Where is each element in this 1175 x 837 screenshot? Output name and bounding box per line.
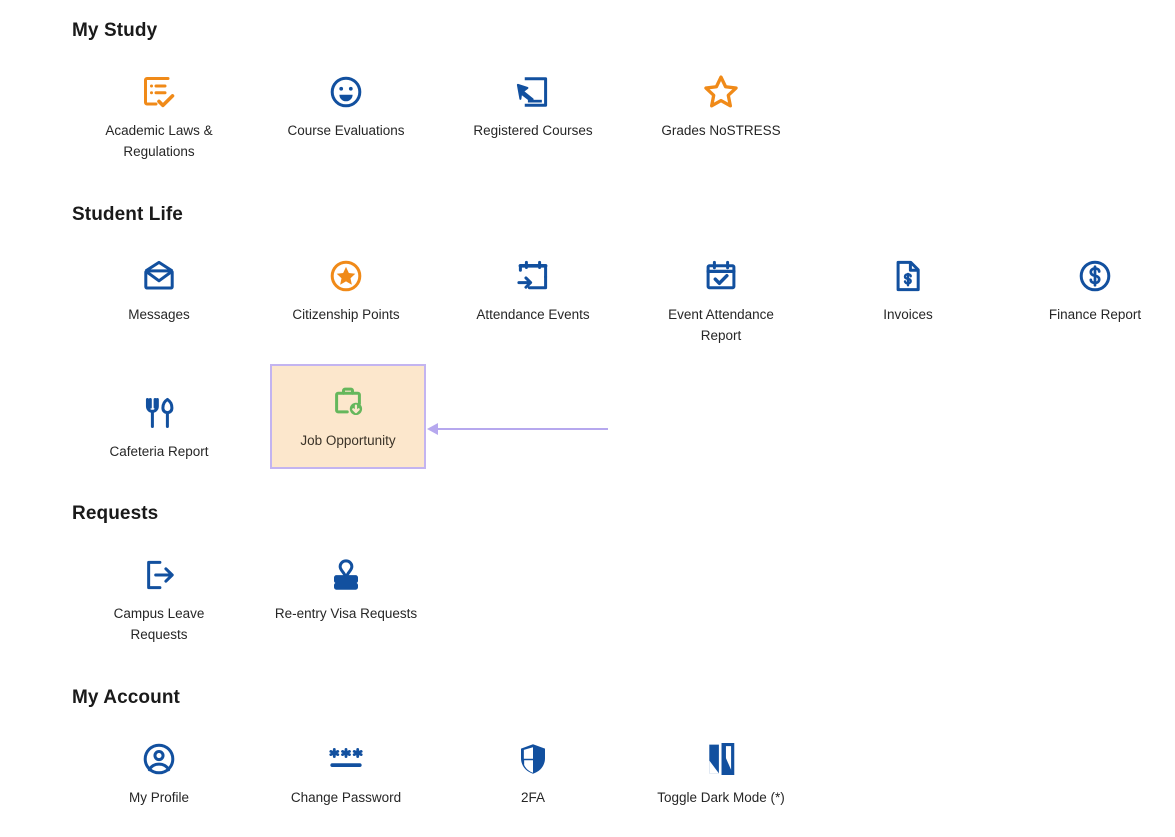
tile-registered-courses[interactable]: Registered Courses: [458, 66, 608, 141]
tile-label: Job Opportunity: [300, 433, 396, 448]
section-title-requests: Requests: [72, 503, 159, 524]
tile-re-entry-visa-requests[interactable]: Re-entry Visa Requests: [271, 549, 421, 624]
tile-cafeteria-report[interactable]: Cafeteria Report: [84, 387, 234, 462]
tile-label: My Profile: [128, 790, 189, 805]
tile-citizenship-points[interactable]: Citizenship Points: [271, 250, 421, 325]
star-outline-icon: [701, 72, 741, 112]
dark-mode-contrast-icon: [701, 739, 741, 779]
tile-label: Invoices: [883, 307, 933, 322]
tile-grades-nostress[interactable]: Grades NoSTRESS: [646, 66, 796, 141]
tile-finance-report[interactable]: Finance Report: [1020, 250, 1170, 325]
tile-label: Event Attendance Report: [668, 307, 774, 343]
tile-my-profile[interactable]: My Profile: [84, 733, 234, 808]
tile-toggle-dark-mode[interactable]: Toggle Dark Mode (*): [646, 733, 796, 808]
section-title-my-account: My Account: [72, 687, 180, 708]
tile-campus-leave-requests[interactable]: Campus Leave Requests: [84, 549, 234, 645]
tile-label: Messages: [128, 307, 190, 322]
tile-attendance-events[interactable]: Attendance Events: [458, 250, 608, 325]
signed-document-icon: [513, 72, 553, 112]
annotation-arrow-head: [427, 423, 438, 435]
tile-label: Academic Laws & Regulations: [105, 123, 213, 159]
annotation-arrow-line: [438, 428, 608, 430]
tile-course-evaluations[interactable]: Course Evaluations: [271, 66, 421, 141]
tile-label: 2FA: [520, 790, 545, 805]
star-circle-icon: [326, 256, 366, 296]
tile-2fa[interactable]: 2FA: [458, 733, 608, 808]
fork-knife-icon: [139, 393, 179, 433]
document-dollar-icon: [888, 256, 928, 296]
envelope-icon: [139, 256, 179, 296]
section-title-student-life: Student Life: [72, 204, 183, 225]
tile-label: Citizenship Points: [292, 307, 400, 322]
tile-label: Change Password: [290, 790, 402, 805]
tile-invoices[interactable]: Invoices: [833, 250, 983, 325]
smiley-face-icon: [326, 72, 366, 112]
calendar-arrow-in-icon: [513, 256, 553, 296]
checklist-document-icon: [139, 72, 179, 112]
section-title-my-study: My Study: [72, 20, 158, 41]
tile-event-attendance-report[interactable]: Event Attendance Report: [646, 250, 796, 346]
tile-label: Registered Courses: [473, 123, 593, 138]
tile-label: Cafeteria Report: [109, 444, 209, 459]
dollar-circle-icon: [1075, 256, 1115, 296]
shield-icon: [513, 739, 553, 779]
tile-messages[interactable]: Messages: [84, 250, 234, 325]
tile-job-opportunity[interactable]: Job Opportunity: [270, 364, 426, 469]
asterisks-password-icon: [326, 739, 366, 779]
tile-label: Campus Leave Requests: [113, 606, 205, 642]
rubber-stamp-icon: [326, 555, 366, 595]
calendar-check-icon: [701, 256, 741, 296]
tile-label: Toggle Dark Mode (*): [657, 790, 785, 805]
tile-academic-laws-regulations[interactable]: Academic Laws & Regulations: [84, 66, 234, 162]
exit-arrow-icon: [139, 555, 179, 595]
tile-label: Finance Report: [1048, 307, 1142, 322]
tile-change-password[interactable]: Change Password: [271, 733, 421, 808]
briefcase-download-icon: [328, 382, 368, 422]
tile-label: Grades NoSTRESS: [661, 123, 781, 138]
tile-label: Course Evaluations: [287, 123, 405, 138]
tile-label: Re-entry Visa Requests: [274, 606, 418, 621]
user-circle-icon: [139, 739, 179, 779]
tile-label: Attendance Events: [476, 307, 590, 322]
